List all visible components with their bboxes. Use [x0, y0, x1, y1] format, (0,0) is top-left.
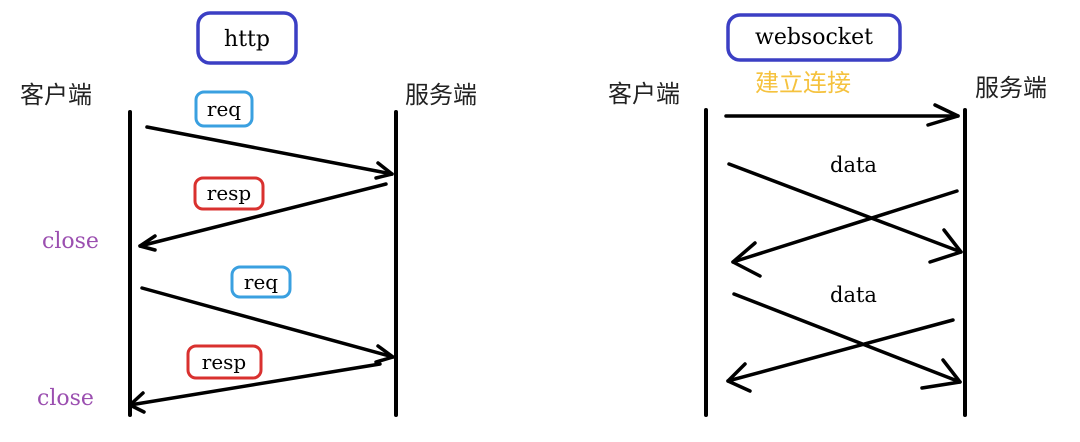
websocket-title: websocket — [755, 25, 873, 50]
http-diagram: http 客户端 服务端 req resp close req resp c — [20, 11, 477, 417]
data-arrow-to-server-1 — [727, 162, 963, 264]
req-box-2 — [230, 265, 292, 299]
data-arrow-to-client-2 — [726, 318, 955, 393]
request-arrow-1 — [145, 125, 394, 180]
resp-label-2: resp — [202, 350, 246, 374]
req-label-1: req — [207, 97, 241, 121]
resp-label-1: resp — [207, 181, 251, 205]
response-arrow-1 — [138, 182, 388, 252]
websocket-title-box — [726, 13, 902, 62]
http-title: http — [224, 27, 270, 52]
response-arrow-2 — [128, 362, 382, 414]
resp-box-1 — [193, 176, 265, 211]
data-label-2: data — [830, 283, 877, 307]
http-client-label: 客户端 — [20, 81, 92, 109]
http-server-label: 服务端 — [405, 81, 477, 109]
close-label-2: close — [37, 386, 94, 411]
ws-server-label: 服务端 — [975, 74, 1047, 102]
req-label-2: req — [244, 270, 278, 294]
data-arrow-to-server-2 — [732, 292, 962, 390]
connect-arrow — [724, 103, 960, 127]
resp-box-2 — [186, 344, 263, 380]
connect-label: 建立连接 — [755, 69, 851, 97]
data-label-1: data — [830, 153, 877, 177]
data-arrow-to-client-1 — [731, 189, 959, 278]
ws-client-label: 客户端 — [608, 80, 680, 108]
websocket-diagram: websocket 客户端 服务端 建立连接 data data — [608, 13, 1047, 417]
request-arrow-2 — [140, 286, 395, 364]
close-label-1: close — [42, 229, 99, 254]
req-box-1 — [194, 90, 254, 128]
http-title-box — [196, 11, 298, 65]
